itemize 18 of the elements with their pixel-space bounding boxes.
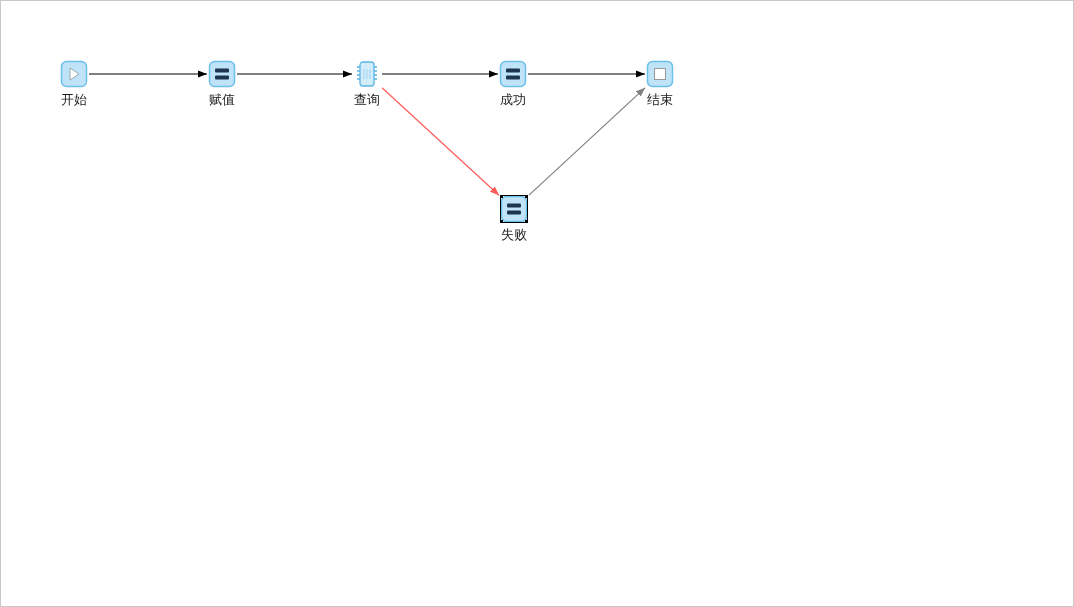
node-label: 赋值: [208, 92, 236, 108]
process-node: [207, 59, 237, 109]
process-node: [498, 59, 528, 109]
arrow: [381, 70, 499, 78]
node-label: 失败: [500, 227, 528, 243]
node-label: 成功: [499, 92, 527, 108]
arrow: [528, 87, 646, 196]
arrow: [236, 70, 353, 78]
arrow: [381, 87, 500, 196]
node-label: 结束: [646, 92, 674, 108]
arrow: [527, 70, 646, 78]
process-node: [59, 59, 89, 109]
process-node: [645, 59, 675, 109]
node-label: 查询: [353, 92, 381, 108]
node-label: 开始: [60, 92, 88, 108]
process-node: [499, 194, 529, 244]
process-node: [352, 59, 382, 109]
arrow: [88, 70, 208, 78]
